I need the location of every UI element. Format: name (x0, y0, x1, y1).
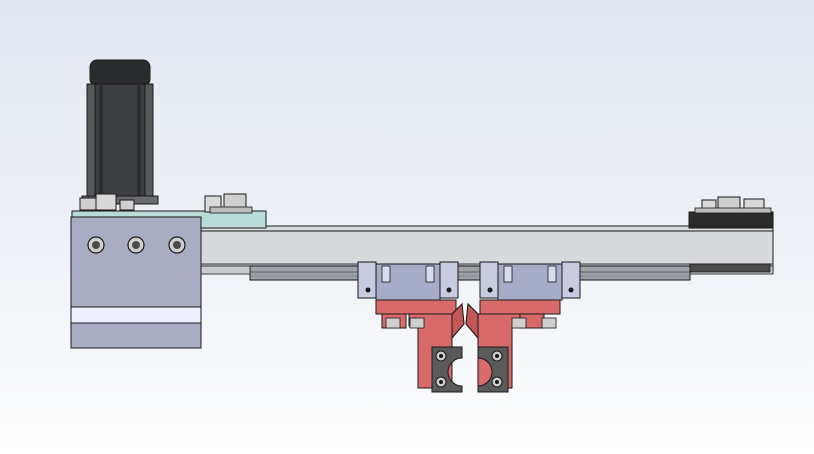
clamp-block-left (431, 346, 463, 393)
motor-cap (89, 59, 151, 87)
clamp-block-right (477, 346, 509, 393)
gearbox-band (70, 306, 202, 324)
right-end-plate (688, 196, 774, 273)
carriage-right (479, 261, 581, 315)
motor-body (86, 83, 154, 200)
gearbox-bolts (87, 236, 186, 254)
beam-body (199, 225, 774, 267)
gearbox-housing (70, 216, 202, 349)
gripper-jaw-right (465, 302, 557, 389)
carriage-left (357, 261, 459, 315)
gripper-jaw-left (381, 302, 465, 389)
servo-motor (79, 59, 159, 211)
